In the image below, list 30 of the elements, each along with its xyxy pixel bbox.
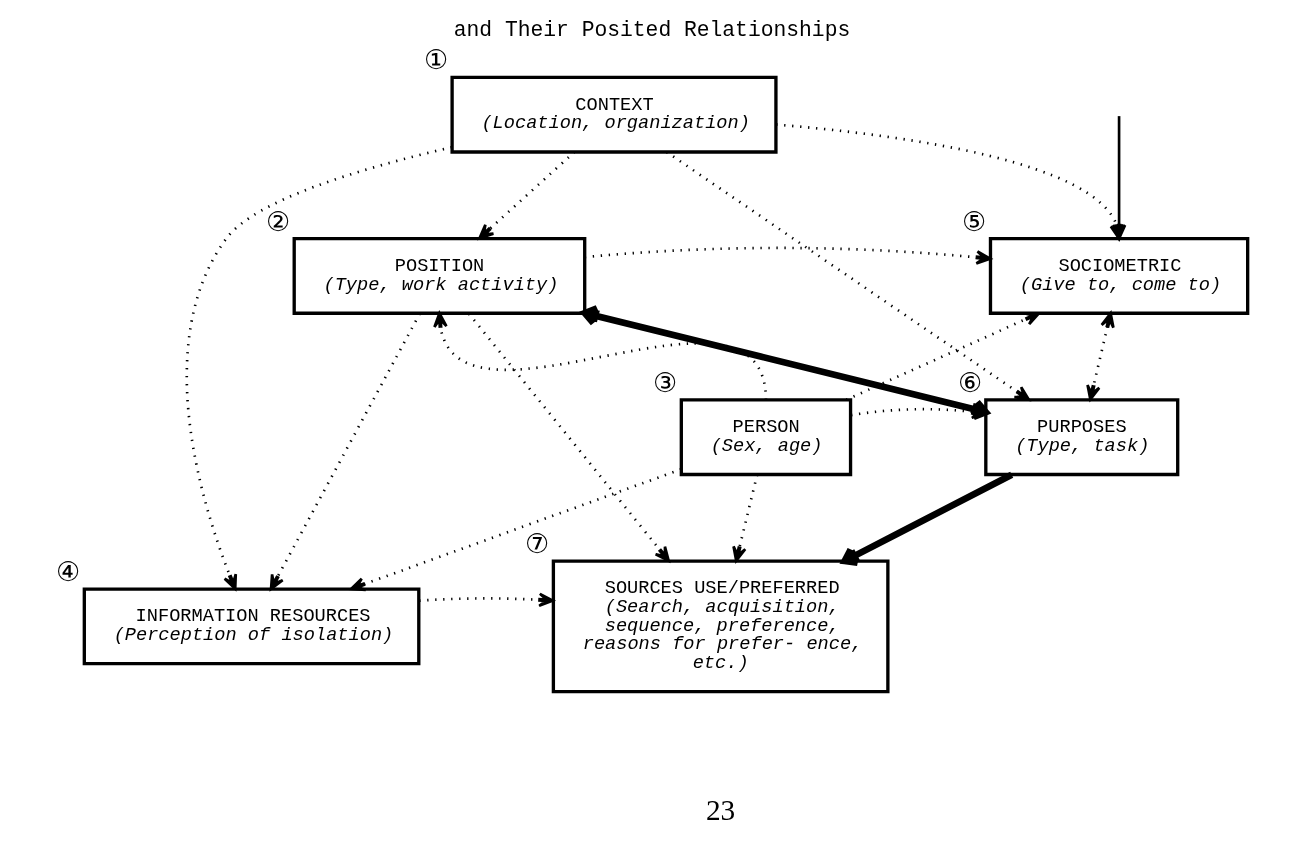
label: 23 bbox=[705, 794, 736, 827]
node-box: PURPOSES (Type, task) bbox=[984, 398, 1180, 477]
node-box: PERSON (Sex, age) bbox=[679, 398, 853, 477]
arrow bbox=[433, 311, 768, 401]
arrow bbox=[850, 404, 988, 420]
arrow bbox=[269, 313, 421, 591]
node-label: ① bbox=[424, 47, 449, 78]
arrow bbox=[732, 474, 759, 563]
arrow bbox=[478, 151, 576, 240]
node-box: SOURCES USE/PREFERRED (Search, acquisition, sequence, preference, reasons for prefer- ence, etc.) bbox=[551, 559, 890, 694]
node-label: ③ bbox=[653, 369, 678, 400]
arrow bbox=[1086, 311, 1115, 401]
node-label: ⑥ bbox=[957, 369, 982, 400]
arrow bbox=[185, 145, 453, 591]
arrow bbox=[349, 468, 682, 592]
node-label: ⑦ bbox=[525, 531, 550, 562]
arrow bbox=[841, 471, 1014, 567]
arrow bbox=[581, 305, 990, 421]
node-label: ⑤ bbox=[962, 208, 987, 239]
node-box: CONTEXT (Location, organization) bbox=[450, 75, 778, 154]
arrow bbox=[467, 313, 670, 563]
arrow bbox=[584, 246, 992, 265]
diagram-title: and Their Posited Relationships bbox=[453, 17, 851, 42]
node-label: ④ bbox=[56, 559, 81, 590]
node-label: ② bbox=[266, 208, 291, 239]
node-box: INFORMATION RESOURCES (Perception of isolation) bbox=[82, 587, 421, 666]
arrow bbox=[666, 150, 1031, 401]
node-box: POSITION (Type, work activity) bbox=[292, 236, 587, 315]
node-box: SOCIOMETRIC (Give to, come to) bbox=[988, 236, 1250, 315]
arrow bbox=[419, 592, 555, 608]
